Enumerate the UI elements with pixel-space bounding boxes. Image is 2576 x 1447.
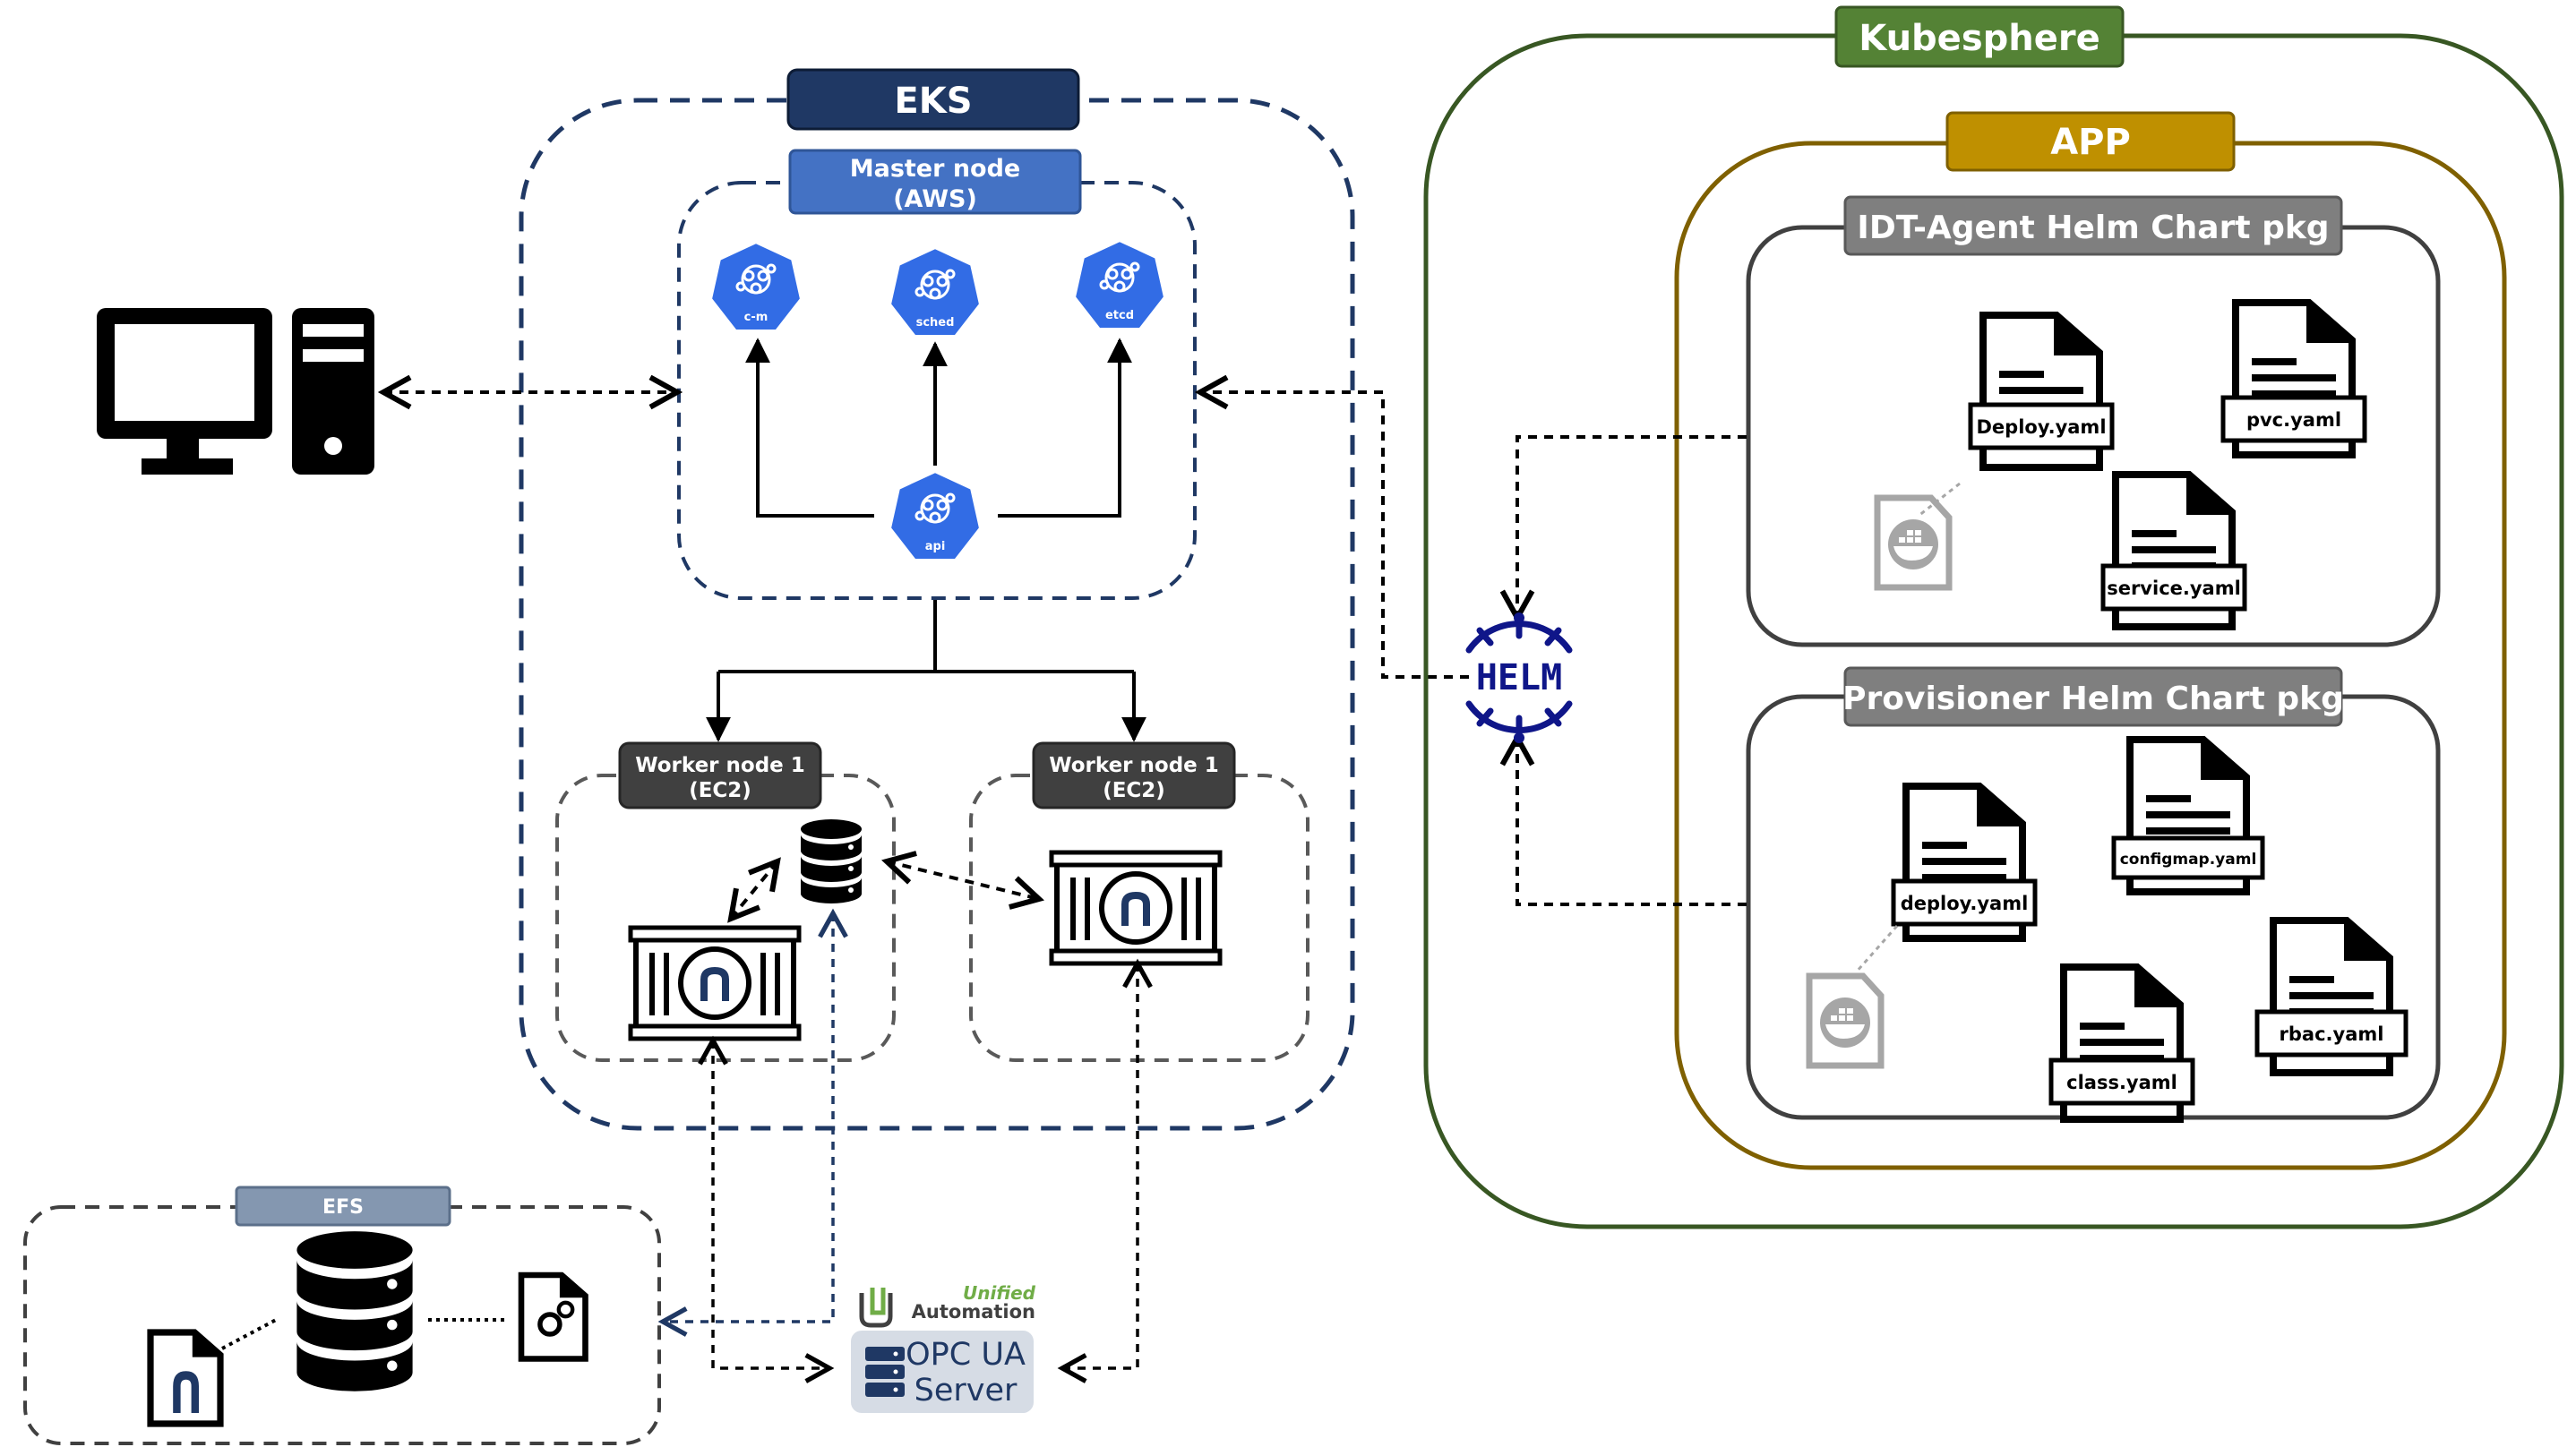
- worker-left-title: Worker node 1: [635, 754, 805, 777]
- brand-line1: Unified: [963, 1282, 1036, 1304]
- app-container: APP: [1674, 111, 2507, 1170]
- worker-right-subtitle: (EC2): [1103, 779, 1165, 802]
- brand-line2: Automation: [912, 1301, 1035, 1323]
- file-icon: rbac.yaml: [2254, 920, 2409, 1073]
- idt-agent-chart: IDT-Agent Helm Chart pkg Deploy.yaml pvc…: [1746, 195, 2441, 647]
- db-efs-connector: [657, 908, 848, 1337]
- kubesphere-cluster: Kubesphere: [1423, 5, 2564, 1229]
- server-icon: [865, 1347, 905, 1397]
- efs-title: EFS: [322, 1196, 364, 1219]
- file-icon: class.yaml: [2048, 967, 2195, 1119]
- idt-agent-title: IDT-Agent Helm Chart pkg: [1857, 210, 2329, 246]
- master-node: Master node (AWS) c-m sched etcd api: [677, 149, 1197, 600]
- worker-node-right: Worker node 1 (EC2): [969, 741, 1309, 1062]
- docker-file-icon: [1877, 498, 1949, 587]
- eks-cluster: EKS: [519, 68, 1355, 1131]
- etcd-icon: etcd: [1072, 238, 1167, 331]
- svg-text:sched: sched: [916, 316, 955, 330]
- file-icon: [147, 1329, 224, 1427]
- master-internal-connectors: [745, 338, 1132, 518]
- efs-storage: EFS: [23, 1186, 661, 1445]
- worker-node-left-badge: Worker node 1 (EC2): [618, 741, 822, 809]
- file-deploy-label: Deploy.yaml: [1976, 416, 2106, 438]
- file-deploy-label: deploy.yaml: [1901, 893, 2029, 914]
- database-icon: [801, 819, 862, 903]
- idt-agent-title-badge: IDT-Agent Helm Chart pkg: [1843, 195, 2343, 256]
- file-service-label: service.yaml: [2107, 578, 2241, 599]
- master-node-subtitle: (AWS): [893, 185, 977, 213]
- file-pvc-label: pvc.yaml: [2246, 409, 2341, 431]
- file-icon: service.yaml: [2100, 475, 2247, 627]
- efs-internal-connectors: [221, 1318, 507, 1350]
- efs-title-badge: EFS: [235, 1186, 451, 1227]
- helm-label: HELM: [1476, 657, 1562, 698]
- provisioner-title: Provisioner Helm Chart pkg: [1842, 681, 2344, 717]
- controller-manager-icon: c-m: [708, 240, 803, 333]
- master-node-badge: Master node (AWS): [788, 149, 1082, 215]
- container-icon: [1052, 852, 1220, 963]
- master-to-worker-connectors: [706, 600, 1146, 742]
- svg-text:api: api: [925, 540, 946, 553]
- helm-master-connector: [1194, 374, 1469, 679]
- helm-wheel-icon: HELM: [1465, 612, 1573, 743]
- worker-node-right-badge: Worker node 1 (EC2): [1032, 741, 1236, 809]
- database-icon: [296, 1231, 413, 1391]
- kubesphere-title-badge: Kubesphere: [1834, 5, 2125, 68]
- file-rbac-label: rbac.yaml: [2280, 1023, 2384, 1045]
- eks-title: EKS: [894, 81, 972, 122]
- file-icon: Deploy.yaml: [1968, 315, 2115, 467]
- app-title: APP: [2050, 122, 2131, 163]
- opc-server-line2: Server: [914, 1373, 1018, 1408]
- file-icon: configmap.yaml: [2111, 740, 2265, 892]
- helm-chart-connectors: [1499, 435, 1747, 906]
- master-node-title: Master node: [850, 155, 1021, 183]
- eks-title-badge: EKS: [786, 68, 1080, 131]
- opc-server-line1: OPC UA: [906, 1337, 1026, 1373]
- docker-file-icon: [1809, 976, 1881, 1066]
- file-icon: deploy.yaml: [1891, 786, 2038, 938]
- api-server-icon: api: [888, 469, 983, 562]
- opc-ua-server: Unified Automation OPC UA Server: [851, 1282, 1036, 1413]
- file-class-label: class.yaml: [2066, 1072, 2177, 1093]
- worker-data-connectors: [727, 851, 1044, 923]
- worker-left-subtitle: (EC2): [689, 779, 751, 802]
- docker-link: [1854, 925, 1899, 973]
- scheduler-icon: sched: [888, 245, 983, 338]
- kubesphere-title: Kubesphere: [1859, 18, 2099, 59]
- provisioner-chart: Provisioner Helm Chart pkg deploy.yaml c…: [1746, 666, 2441, 1119]
- file-icon: pvc.yaml: [2220, 303, 2367, 455]
- svg-text:c-m: c-m: [744, 311, 769, 324]
- config-file-icon: [518, 1271, 588, 1362]
- worker-right-title: Worker node 1: [1049, 754, 1219, 777]
- provisioner-title-badge: Provisioner Helm Chart pkg: [1842, 666, 2344, 727]
- file-configmap-label: configmap.yaml: [2120, 851, 2257, 869]
- worker-node-left: Worker node 1 (EC2): [555, 741, 896, 1062]
- app-title-badge: APP: [1945, 111, 2236, 172]
- container-icon: [631, 928, 799, 1039]
- unified-automation-logo: Unified Automation: [859, 1282, 1036, 1328]
- svg-text:etcd: etcd: [1105, 309, 1134, 322]
- desktop-computer-icon: [97, 308, 374, 475]
